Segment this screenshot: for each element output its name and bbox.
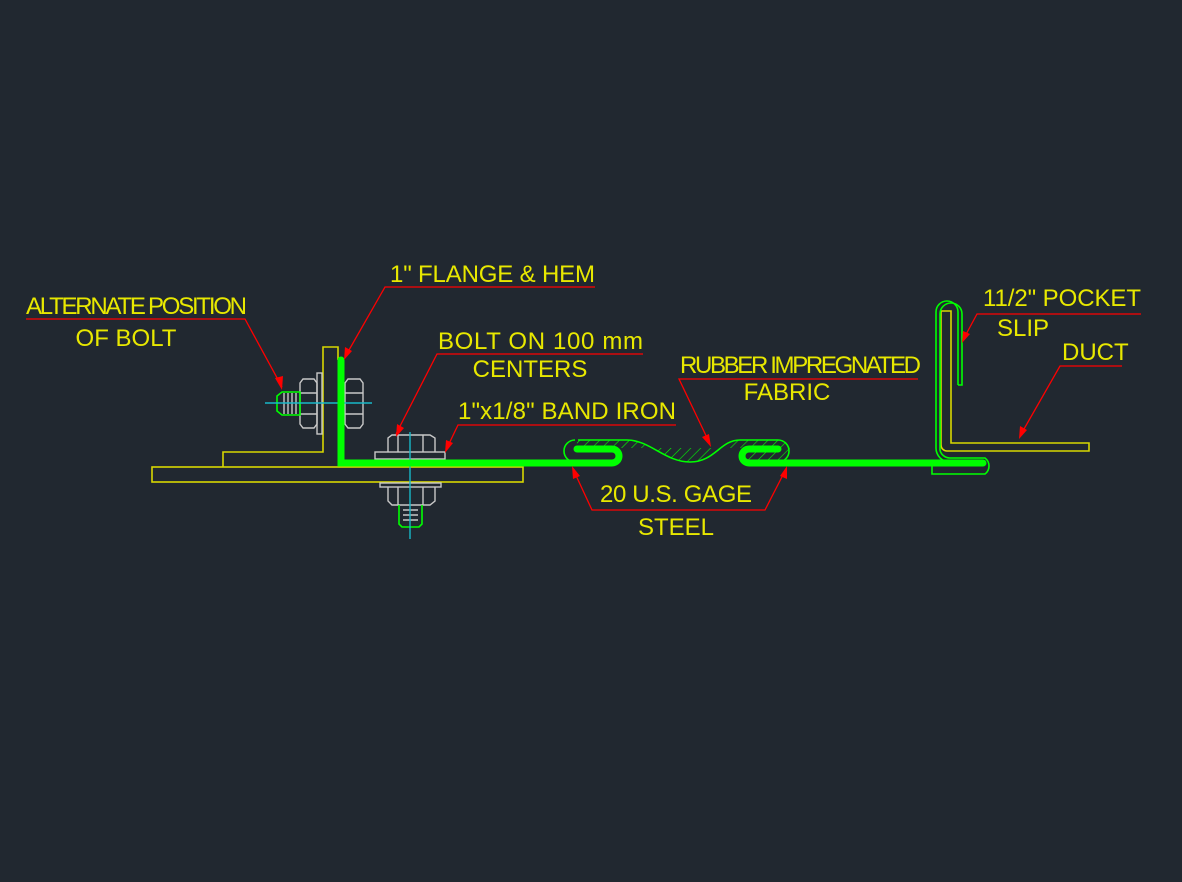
label-alternate-position: ALTERNATE POSITION (26, 293, 247, 320)
pocket-slip (931, 302, 990, 475)
label-duct: DUCT (1062, 339, 1129, 366)
label-fabric: FABRIC (744, 379, 831, 406)
base-plate (151, 466, 524, 483)
leaders (26, 286, 1141, 511)
angle-iron-assembly (151, 346, 524, 483)
label-band-iron: 1"x1/8" BAND IRON (458, 398, 676, 425)
pocket-slip-inner (935, 300, 959, 463)
label-centers: CENTERS (473, 356, 588, 383)
label-of-bolt: OF BOLT (76, 325, 177, 352)
label-gage: 20 U.S. GAGE (600, 481, 752, 508)
angle-iron (222, 346, 339, 467)
alternate-bolt (265, 372, 372, 435)
steel-sheet-right (738, 445, 987, 467)
duct-wall (940, 310, 1090, 452)
label-steel: STEEL (638, 514, 714, 541)
main-bolt (374, 432, 446, 539)
nut-bottom (387, 487, 436, 506)
steel-flange-left (337, 356, 623, 467)
nut-top (387, 434, 436, 452)
label-bolt-on-centers: BOLT ON 100 mm (438, 328, 643, 355)
bolt-thread (276, 391, 301, 416)
label-rubber-impregnated: RUBBER IMPREGNATED (680, 352, 921, 379)
label-pocket: 11/2" POCKET (983, 285, 1141, 312)
rubber-fabric-hatch (576, 440, 790, 462)
label-slip: SLIP (997, 315, 1049, 342)
label-flange-hem: 1" FLANGE & HEM (390, 261, 595, 288)
nut-right (344, 378, 364, 429)
